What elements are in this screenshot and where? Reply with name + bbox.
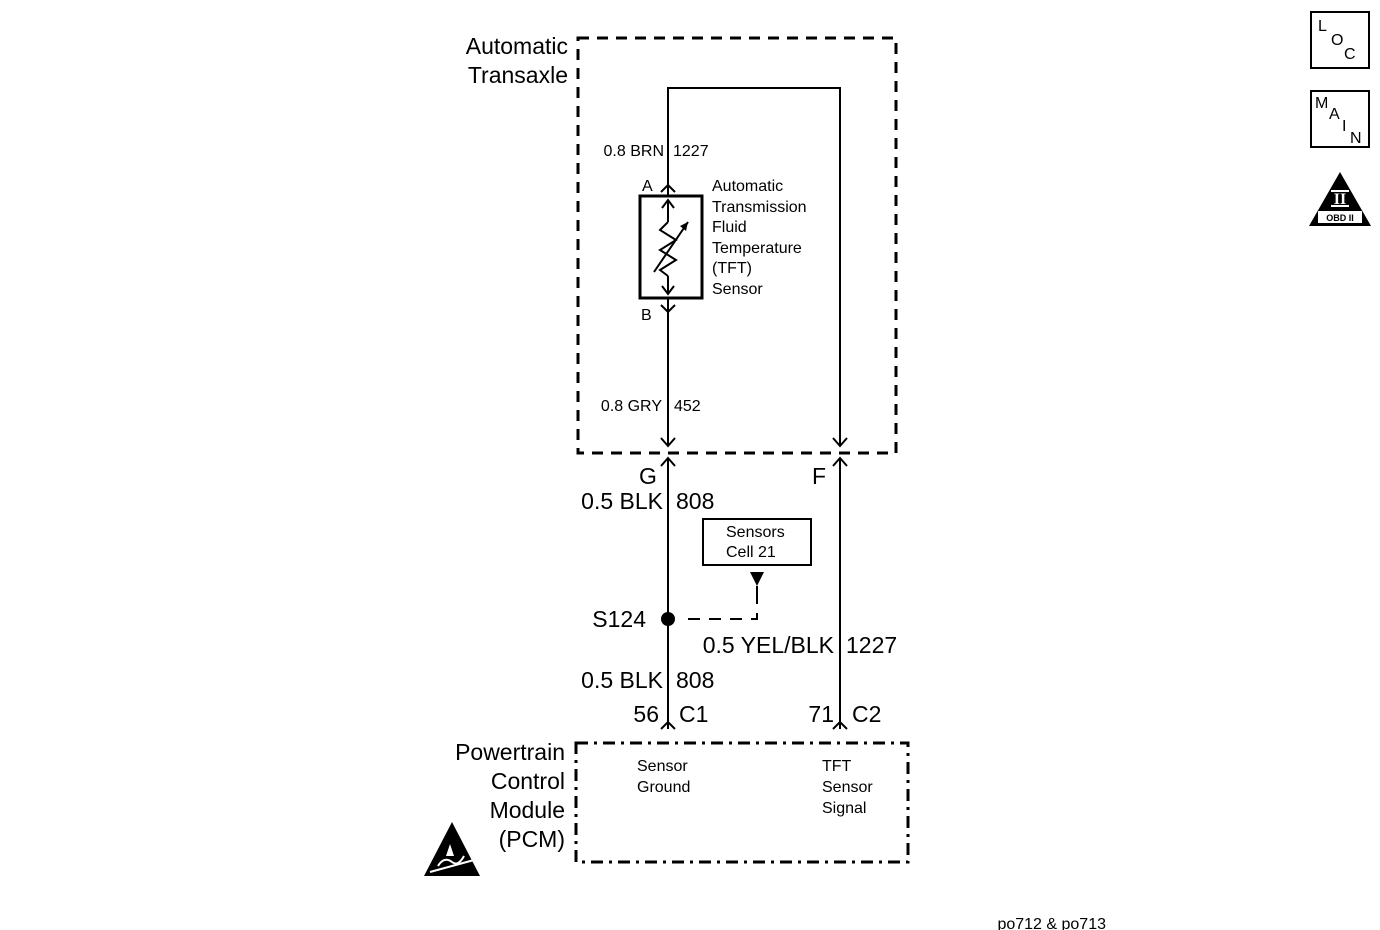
connector-f-label: F (812, 463, 826, 489)
signal-circuit: 0.5 YEL/BLK 1227 (703, 458, 897, 729)
pcm-ground-label-line2: Ground (637, 779, 690, 796)
transaxle-boundary (576, 36, 898, 455)
main-button[interactable]: M A I N (1310, 90, 1370, 148)
ground-circuit-upper-label: 808 (676, 488, 714, 514)
top-circuit-label: 1227 (673, 143, 709, 160)
loc-letter-o: O (1331, 32, 1343, 49)
splice-s124: S124 (592, 572, 764, 632)
esd-warning-icon (424, 822, 480, 876)
pcm-title-line4: (PCM) (499, 826, 565, 852)
connector-g-label: G (639, 463, 657, 489)
pcm-connector-c1: C1 (679, 701, 708, 727)
ground-circuit: 0.5 BLK 808 0.5 BLK 808 (581, 458, 714, 729)
obd-ii-icon[interactable]: II OBD II (1309, 172, 1371, 226)
top-wire-label: 0.8 BRN (604, 143, 664, 160)
pcm-title-line1: Powertrain (455, 739, 565, 765)
sensor-pin-a: A (642, 178, 653, 195)
splice-reference-line (688, 596, 758, 620)
inner-ground-wire-label: 0.8 GRY (601, 398, 662, 415)
pcm-signal-label-line3: Signal (822, 800, 866, 817)
sensors-cell-reference[interactable]: Sensors Cell 21 (702, 518, 812, 566)
sensor-label-line2: Transmission (712, 199, 807, 216)
transaxle-title-line2: Transaxle (468, 62, 568, 88)
pcm-pin-ground: 56 (633, 701, 659, 727)
sensor-label: Automatic Transmission Fluid Temperature… (712, 178, 807, 298)
connector-g: G (639, 437, 676, 489)
signal-circuit-label: 1227 (846, 632, 897, 658)
pcm-boundary (574, 741, 910, 864)
loc-letter-c: C (1344, 46, 1356, 63)
sensor-label-line6: Sensor (712, 281, 763, 298)
tft-sensor: A Automatic Transmission Fluid Temperatu… (601, 178, 807, 446)
sensors-cell-line2: Cell 21 (726, 544, 776, 561)
sensor-pin-b: B (641, 307, 652, 324)
sensors-cell-box[interactable] (702, 518, 812, 566)
main-letter-i: I (1342, 118, 1346, 135)
pcm-title-line3: Module (490, 797, 565, 823)
sensors-cell-line1: Sensors (726, 524, 785, 541)
main-letter-m: M (1315, 95, 1328, 112)
pcm-signal-label-line1: TFT (822, 758, 852, 775)
sensor-label-line5: (TFT) (712, 260, 752, 277)
loc-button[interactable]: L O C (1310, 11, 1370, 69)
ground-wire-lower-label: 0.5 BLK (581, 667, 663, 693)
transaxle-title-line1: Automatic (466, 33, 568, 59)
internal-wiring: 0.8 BRN 1227 (604, 87, 841, 446)
pcm-terminal-signal: 71 C2 (808, 701, 881, 730)
sensor-label-line4: Temperature (712, 240, 802, 257)
thermistor-icon (653, 198, 689, 296)
transaxle-component: Automatic Transaxle (466, 33, 898, 455)
pcm-terminal-ground: 56 C1 (633, 701, 708, 730)
splice-dot (661, 612, 675, 626)
pcm-ground-label-line1: Sensor (637, 758, 688, 775)
connector-f: F (812, 437, 848, 489)
inner-ground-circuit-label: 452 (674, 398, 701, 415)
pcm-signal-label-line2: Sensor (822, 779, 873, 796)
footer-codes: po712 & po713 (997, 916, 1106, 930)
loc-letter-l: L (1318, 18, 1327, 35)
ground-wire-upper-label: 0.5 BLK (581, 488, 663, 514)
pcm-component: Powertrain Control Module (PCM) Sensor G… (455, 739, 910, 864)
reference-arrow-icon (750, 572, 764, 586)
main-letter-a: A (1329, 106, 1340, 123)
splice-label: S124 (592, 606, 646, 632)
pcm-pin-signal: 71 (808, 701, 834, 727)
main-letter-n: N (1350, 130, 1362, 147)
sensor-label-line1: Automatic (712, 178, 783, 195)
obd-text: OBD II (1326, 213, 1354, 223)
pcm-title-line2: Control (491, 768, 565, 794)
ground-circuit-lower-label: 808 (676, 667, 714, 693)
obd-numeral: II (1334, 191, 1346, 208)
pcm-connector-c2: C2 (852, 701, 881, 727)
signal-wire-label: 0.5 YEL/BLK (703, 632, 835, 658)
sensor-label-line3: Fluid (712, 219, 747, 236)
